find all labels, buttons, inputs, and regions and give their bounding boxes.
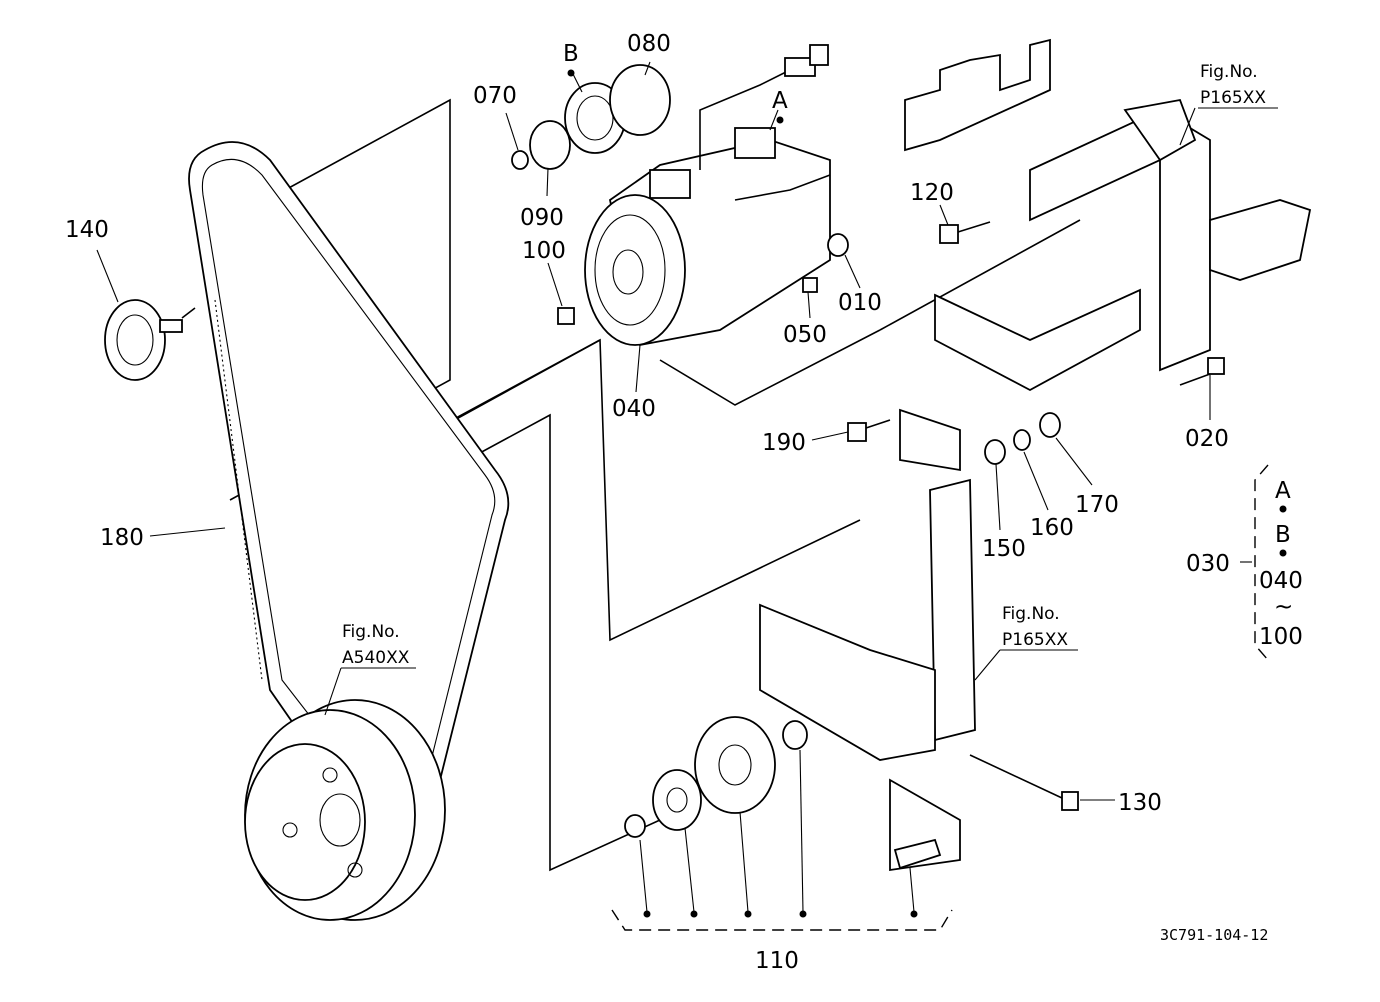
leader-lines	[96, 61, 1278, 801]
label-040: 040	[612, 396, 656, 422]
label-110: 110	[755, 948, 799, 974]
label-090: 090	[520, 205, 564, 231]
label-020: 020	[1185, 426, 1229, 452]
label-180: 180	[100, 525, 144, 551]
marker-a-dot	[776, 116, 784, 124]
group-110-bracket	[611, 749, 953, 931]
label-130: 130	[1118, 790, 1162, 816]
group-030-tilde: ~	[1274, 594, 1293, 620]
ac-compressor	[584, 44, 831, 347]
label-140: 140	[65, 217, 109, 243]
fig-ref-2-number: P165XX	[1002, 630, 1068, 650]
label-010: 010	[838, 290, 882, 316]
fig-ref-2-title: Fig.No.	[1002, 604, 1060, 624]
fig-ref-1-number: P165XX	[1200, 88, 1266, 108]
crank-pulley	[244, 699, 446, 921]
group-030-from: 040	[1259, 568, 1303, 594]
label-150: 150	[982, 536, 1026, 562]
group-030-a: A	[1275, 478, 1291, 504]
label-190: 190	[762, 430, 806, 456]
tension-pulley	[104, 299, 196, 381]
group-030-b: B	[1275, 522, 1291, 548]
label-030: 030	[1186, 551, 1230, 577]
v-belt	[188, 141, 510, 875]
label-100: 100	[522, 238, 566, 264]
marker-b-dot	[567, 69, 575, 77]
mounting-brackets	[759, 38, 1312, 872]
fig-ref-3-number: A540XX	[342, 648, 410, 668]
label-070: 070	[473, 83, 517, 109]
label-050: 050	[783, 322, 827, 348]
fig-ref-1-title: Fig.No.	[1200, 62, 1258, 82]
part-labels: 140 180 070 090 100 B 080 A 040 050 010 …	[65, 31, 1303, 974]
label-080: 080	[627, 31, 671, 57]
figure-references: Fig.No. P165XX Fig.No. P165XX Fig.No. A5…	[342, 62, 1266, 668]
label-a: A	[772, 88, 788, 114]
label-160: 160	[1030, 515, 1074, 541]
label-b: B	[563, 41, 579, 67]
bolts-washers	[847, 221, 1225, 811]
group-030-bracket	[1254, 464, 1287, 661]
group-030-to: 100	[1259, 624, 1303, 650]
label-170: 170	[1075, 492, 1119, 518]
label-120: 120	[910, 180, 954, 206]
drawing-code: 3C791-104-12	[1160, 926, 1268, 944]
small-hardware	[511, 64, 849, 325]
fig-ref-3-title: Fig.No.	[342, 622, 400, 642]
idler-pulley-group	[624, 716, 942, 870]
